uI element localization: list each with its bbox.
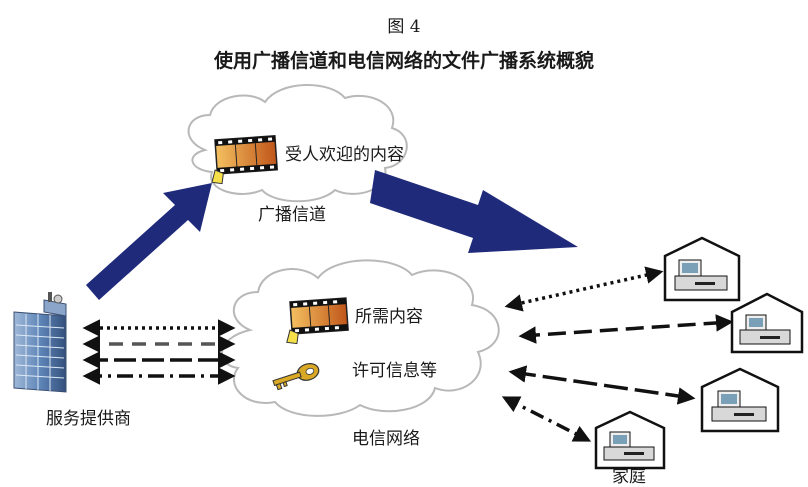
required-content-label: 所需内容	[355, 307, 423, 327]
figure-label: 图 4	[387, 17, 421, 37]
popular-content-label: 受人欢迎的内容	[285, 145, 404, 165]
building-icon	[13, 292, 67, 393]
film-icon-popular	[211, 135, 279, 185]
film-icon-required	[286, 297, 349, 345]
key-icon	[272, 363, 320, 391]
service-provider-label: 服务提供商	[46, 409, 131, 429]
telecom-cloud	[221, 259, 500, 417]
home-icon-4	[594, 410, 666, 470]
telecom-network-label: 电信网络	[352, 429, 420, 449]
provider-links	[82, 319, 236, 385]
broadcast-arrow-up	[86, 183, 212, 300]
broadcast-channel-label: 广播信道	[258, 205, 326, 225]
license-info-label: 许可信息等	[352, 361, 437, 381]
home-links	[501, 266, 734, 442]
broadcast-arrow-down	[370, 170, 578, 253]
home-label: 家庭	[612, 467, 646, 487]
home-icon-3	[700, 367, 780, 433]
home-icon-2	[730, 292, 804, 354]
figure-title: 使用广播信道和电信网络的文件广播系统概貌	[213, 50, 594, 72]
home-icon-1	[663, 236, 741, 302]
